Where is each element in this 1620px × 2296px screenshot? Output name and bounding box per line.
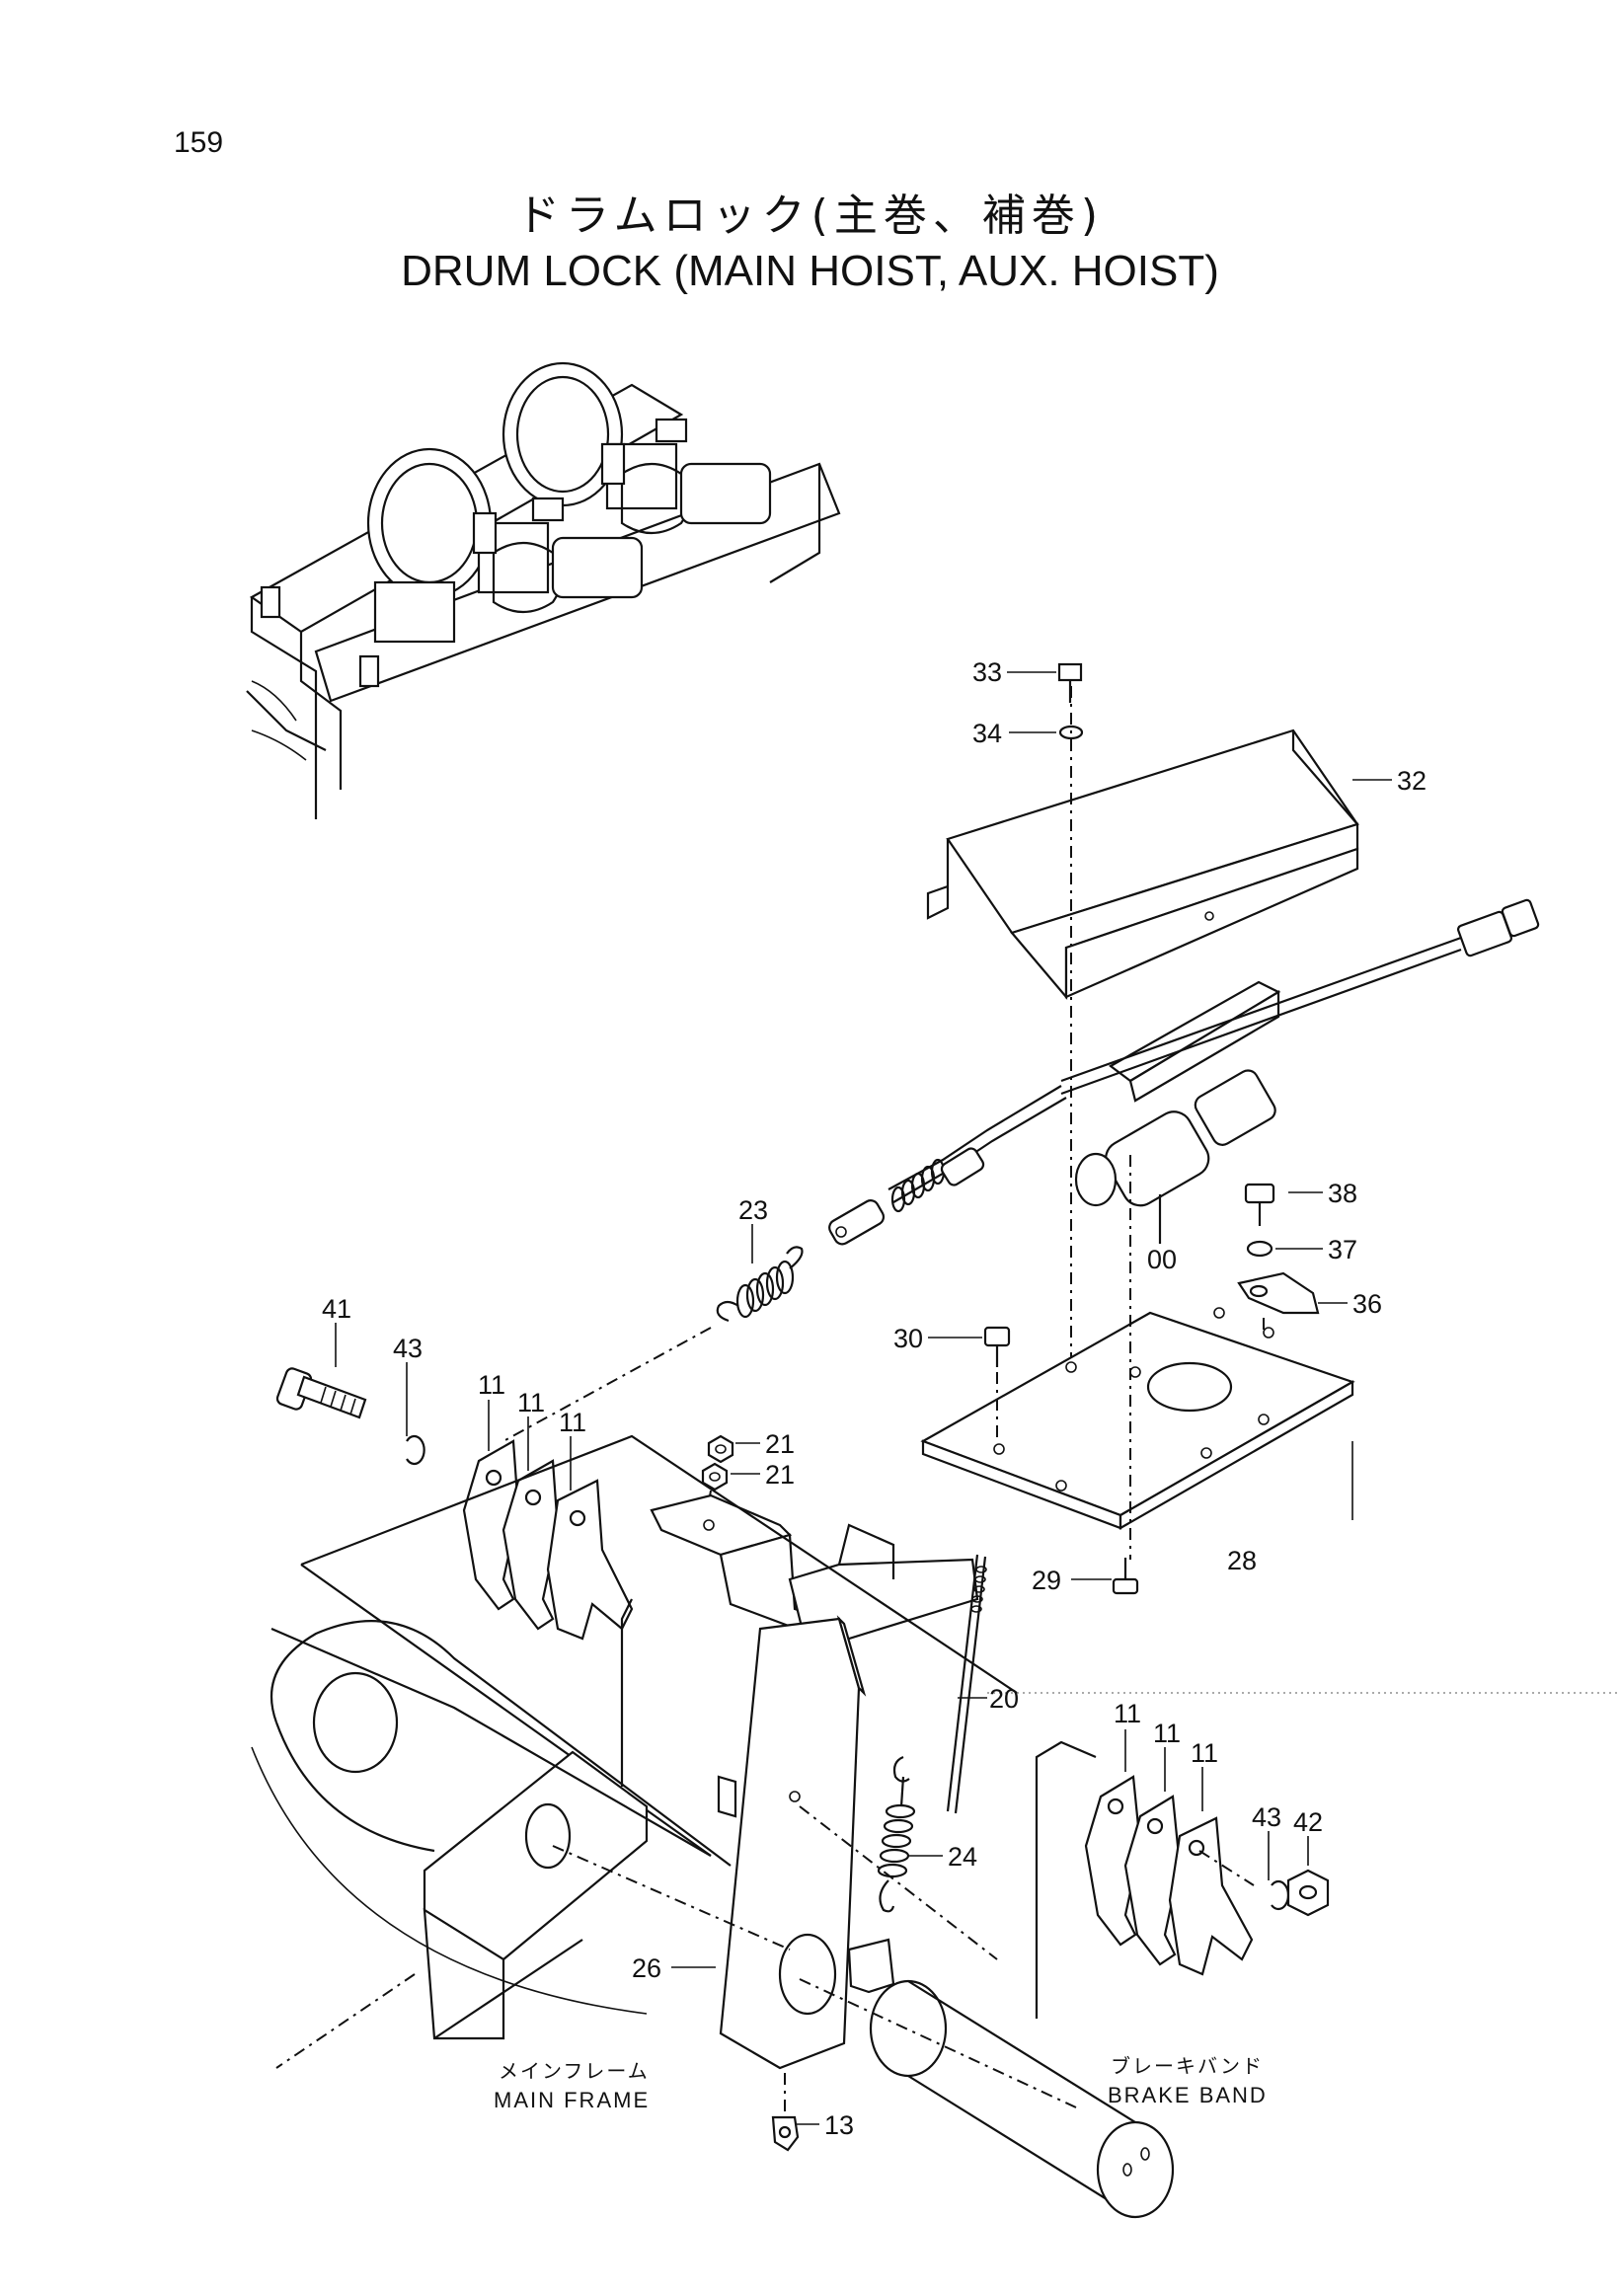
page-number: 159	[174, 126, 224, 159]
callout-29: 29	[1032, 1566, 1061, 1595]
callout-43-right: 43	[1252, 1802, 1281, 1832]
clamp-part-36	[1237, 1271, 1320, 1315]
grease-fitting-part-13	[771, 2073, 800, 2152]
control-cable	[828, 898, 1540, 1246]
callout-00: 00	[1147, 1245, 1177, 1274]
callout-21-lower: 21	[765, 1460, 795, 1490]
leader-lines	[335, 671, 1392, 2125]
callout-30: 30	[893, 1324, 923, 1353]
bolt-part-41	[275, 1367, 367, 1419]
nut-part-42	[1286, 1869, 1330, 1917]
lock-levers-part-11-left	[462, 1439, 634, 1641]
page-title-english: DRUM LOCK (MAIN HOIST, AUX. HOIST)	[401, 247, 1219, 295]
callout-33: 33	[972, 657, 1002, 687]
callout-38: 38	[1328, 1179, 1357, 1208]
callout-11-right-c: 11	[1191, 1738, 1218, 1768]
callout-34: 34	[972, 719, 1002, 748]
main-frame-label: MAIN FRAME	[494, 2088, 650, 2112]
bolt-part-29	[1112, 1558, 1139, 1595]
callout-11-left-a: 11	[478, 1370, 505, 1400]
lever-part-26	[719, 1615, 895, 2070]
callout-20: 20	[989, 1684, 1019, 1714]
callout-26: 26	[632, 1953, 661, 1983]
brake-band-label-jp: ブレーキバンド	[1111, 2054, 1264, 2078]
bolt-part-30	[983, 1326, 1011, 1441]
callout-numbers: 33 34 32 38 37 36 00 23 30 41 43 11 11 1…	[322, 657, 1427, 2140]
callout-13: 13	[824, 2110, 854, 2140]
page-title-japanese: ドラムロック(主巻、補巻)	[515, 191, 1104, 241]
spring-part-24	[877, 1755, 916, 1913]
bolt-part-38	[1244, 1183, 1275, 1226]
callout-37: 37	[1328, 1235, 1357, 1264]
nut-part-21-top	[707, 1434, 734, 1464]
spring-part-23	[716, 1246, 804, 1323]
callout-32: 32	[1397, 766, 1427, 796]
brake-band	[869, 1740, 1175, 2219]
callout-43-left: 43	[393, 1334, 423, 1363]
washer-part-37	[1246, 1240, 1273, 1258]
base-plate-part-28	[920, 1307, 1355, 1530]
main-frame-label-jp: メインフレーム	[499, 2059, 650, 2083]
bracket-tab	[717, 1775, 737, 1818]
callout-21-upper: 21	[765, 1429, 795, 1459]
callout-36: 36	[1352, 1289, 1382, 1319]
lock-levers-part-11-right	[1084, 1775, 1254, 1976]
bolt-part-33	[1057, 662, 1083, 703]
callout-11-left-b: 11	[517, 1388, 545, 1417]
lock-bracket	[650, 1493, 979, 1641]
callout-42: 42	[1293, 1807, 1323, 1837]
actuator-part-00	[1074, 980, 1281, 1244]
callout-11-right-b: 11	[1153, 1719, 1181, 1748]
brake-band-label: BRAKE BAND	[1108, 2083, 1268, 2107]
callout-11-right-a: 11	[1114, 1699, 1141, 1728]
drum-assembly-overview	[246, 361, 841, 819]
cover-part-32	[926, 728, 1359, 1001]
main-frame	[251, 1434, 1018, 2040]
callout-23: 23	[738, 1195, 768, 1225]
washer-part-34	[1058, 725, 1084, 740]
snap-ring-part-43-right	[1271, 1879, 1290, 1911]
callout-41: 41	[322, 1294, 351, 1324]
rod-part-20	[946, 1554, 987, 1814]
callout-28: 28	[1227, 1546, 1257, 1575]
callout-11-left-c: 11	[559, 1408, 586, 1437]
callout-24: 24	[948, 1842, 977, 1872]
snap-ring-part-43-left	[406, 1434, 425, 1466]
